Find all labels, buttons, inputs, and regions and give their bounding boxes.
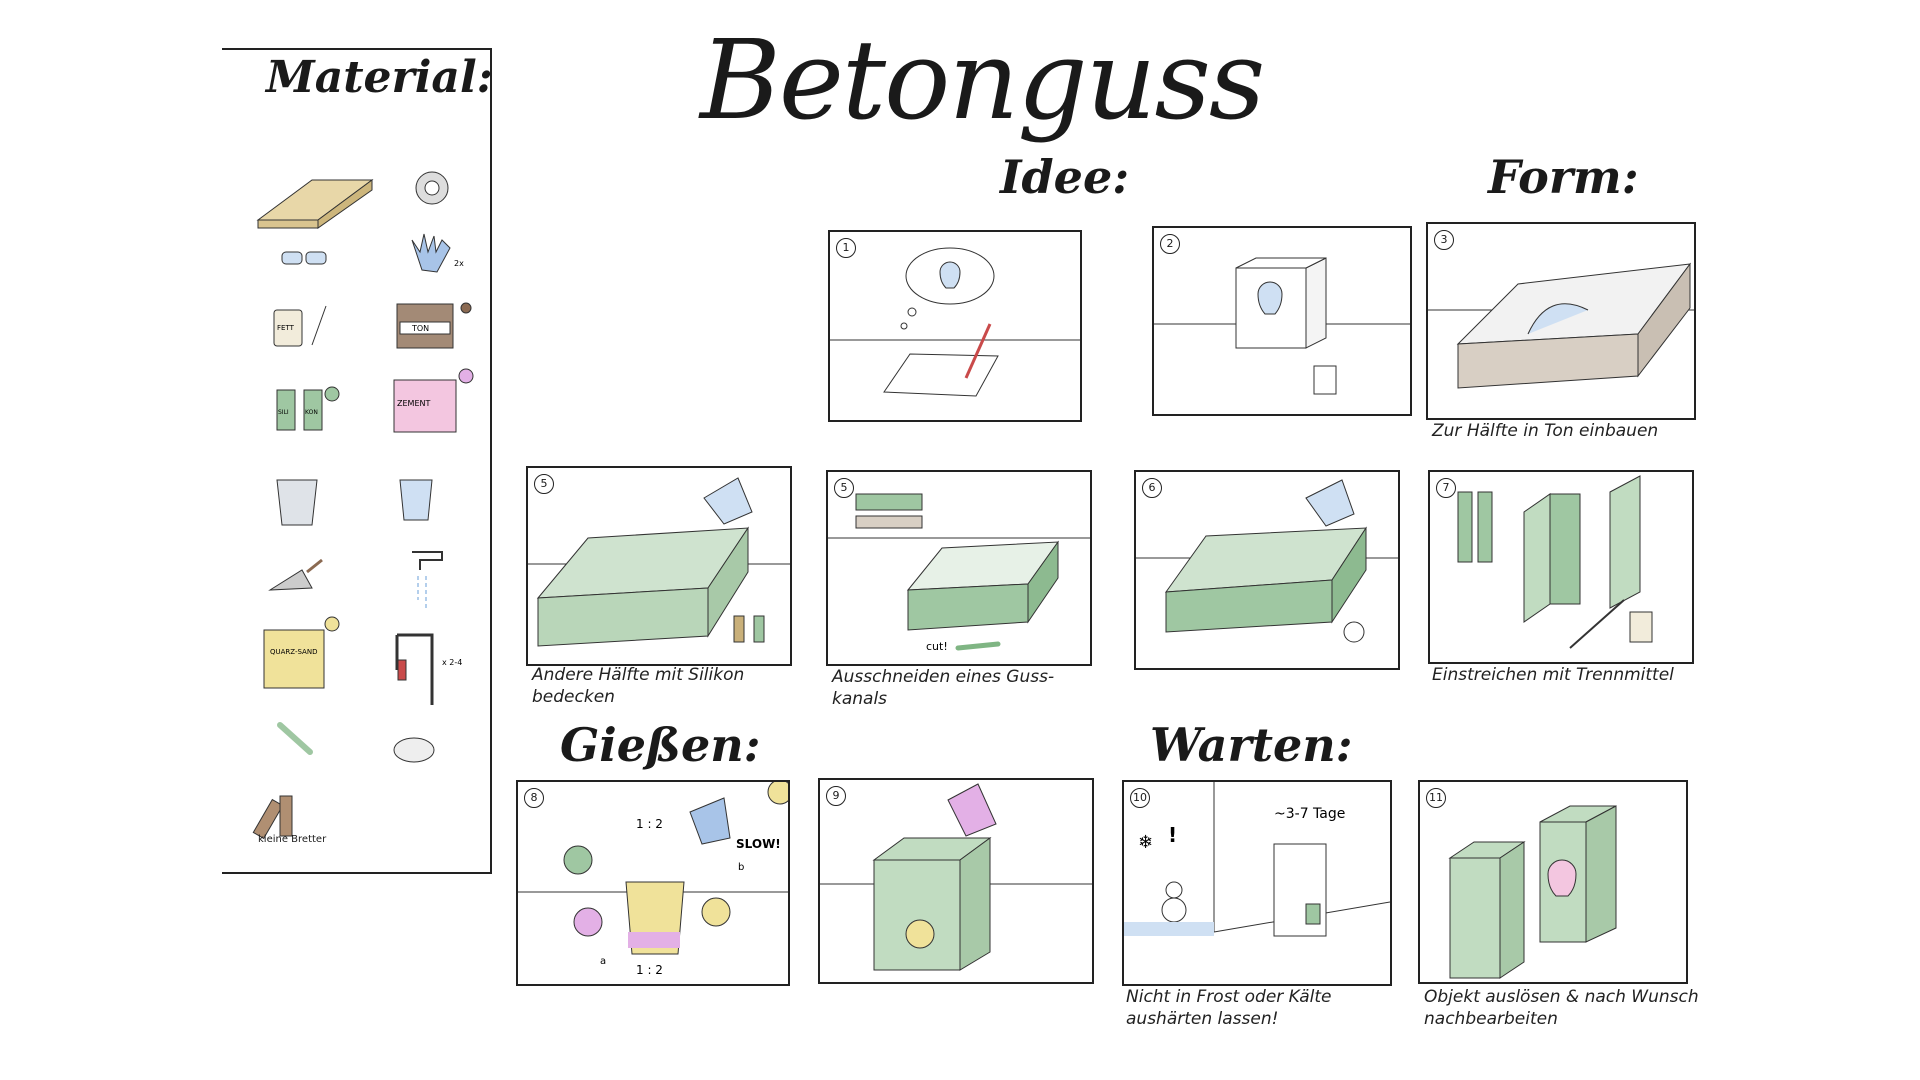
mixing-concrete-illustration: 1 : 2 SLOW! b a 1 : 2 — [518, 782, 788, 977]
step-number: 6 — [1142, 478, 1162, 498]
svg-text:TON: TON — [411, 324, 429, 333]
step-number: 11 — [1426, 788, 1446, 808]
svg-text:KON: KON — [305, 409, 318, 416]
step-11-caption: Objekt auslösen & nach Wunsch nachbearbe… — [1424, 987, 1699, 1029]
cement-bag-icon: ZEMENT — [393, 368, 474, 433]
snowman-icon — [1165, 881, 1183, 899]
svg-text:ZEMENT: ZEMENT — [397, 399, 430, 408]
step-panel-11: 11 — [1418, 780, 1688, 984]
material-illustrations: 2x FETT TON SILI KON ZEMENT — [252, 171, 474, 840]
bucket-icon — [276, 479, 318, 526]
svg-text:2x: 2x — [454, 259, 464, 268]
sand-bag-icon: QUARZ-SAND — [263, 616, 340, 689]
step-4-caption: Andere Hälfte mit Silikon bedecken — [532, 665, 745, 707]
cardboard-box-icon — [256, 179, 374, 229]
step-7-caption: Einstreichen mit Trennmittel — [1432, 665, 1674, 685]
snowflake-icon: ❄ — [1138, 832, 1153, 853]
step-panel-6: 6 — [1134, 470, 1400, 670]
step-number: 1 — [836, 238, 856, 258]
lamp-box-illustration — [1154, 257, 1410, 395]
silicone-bottles-icon: SILI KON — [276, 386, 340, 431]
pour-into-mold-illustration — [820, 783, 1092, 971]
svg-text:1 : 2: 1 : 2 — [636, 963, 663, 977]
second-silicone-layer-illustration — [1136, 479, 1398, 643]
demold-object-illustration — [1448, 805, 1617, 979]
step-number: 9 — [826, 786, 846, 806]
clamp-icon: x 2-4 — [395, 633, 462, 705]
svg-text:1 : 2: 1 : 2 — [636, 817, 663, 831]
light-bulb-icon — [1547, 859, 1577, 897]
section-giessen: Gießen: — [560, 718, 761, 772]
light-bulb-icon — [939, 261, 961, 289]
svg-text:cut!: cut! — [926, 640, 948, 653]
glove-icon: 2x — [411, 233, 464, 273]
svg-text:x 2-4: x 2-4 — [442, 658, 462, 667]
idea-sketch-illustration — [830, 247, 1080, 397]
step-panel-1: 1 — [828, 230, 1082, 422]
step-panel-9: 9 — [818, 778, 1094, 984]
light-bulb-icon — [1527, 303, 1589, 335]
measuring-cup-icon — [399, 479, 433, 521]
svg-text:FETT: FETT — [277, 324, 295, 332]
step-panel-5: 5 cut! — [826, 470, 1092, 666]
step-5-caption: Ausschneiden eines Guss- kanals — [832, 667, 1055, 709]
svg-text:SLOW!: SLOW! — [736, 837, 781, 851]
step-panel-8: 8 1 : 2 SLOW! b a 1 : 2 — [516, 780, 790, 986]
price-tag-icon — [1313, 365, 1337, 395]
svg-text:b: b — [738, 862, 744, 873]
water-tap-icon — [412, 551, 443, 610]
tape-roll-icon — [415, 171, 449, 205]
section-warten: Warten: — [1150, 718, 1353, 772]
step-panel-3: 3 — [1426, 222, 1696, 420]
step-10-caption: Nicht in Frost oder Kälte aushärten lass… — [1126, 987, 1332, 1029]
svg-text:!: ! — [1168, 823, 1177, 847]
goggles-icon — [281, 251, 327, 265]
step-panel-2: 2 — [1152, 226, 1412, 416]
step-panel-10: 10 ~3-7 Tage ❄ ! — [1122, 780, 1392, 986]
light-bulb-icon — [1257, 281, 1283, 315]
fat-jar-icon: FETT — [273, 305, 327, 347]
timer-icon — [1343, 621, 1365, 643]
svg-text:a: a — [600, 956, 606, 967]
step-number: 10 — [1130, 788, 1150, 808]
material-panel — [222, 48, 492, 874]
step-panel-4: 5 — [526, 466, 792, 666]
boards-caption: kleine Bretter — [258, 834, 327, 845]
step-number: 7 — [1436, 478, 1456, 498]
material-heading: Material: — [266, 52, 493, 103]
svg-text:SILI: SILI — [278, 409, 289, 416]
svg-text:~3-7 Tage: ~3-7 Tage — [1274, 806, 1345, 822]
sun-icon — [767, 782, 788, 805]
section-form: Form: — [1488, 150, 1639, 204]
step-panel-7: 7 — [1428, 470, 1694, 664]
curing-wait-illustration: ~3-7 Tage ❄ ! — [1124, 782, 1390, 937]
step-number: 3 — [1434, 230, 1454, 250]
release-agent-illustration — [1457, 475, 1653, 649]
trowel-icon — [268, 558, 323, 591]
page-title: Betonguss — [700, 16, 1265, 144]
step-number: 5 — [534, 474, 554, 494]
half-clay-mold-illustration — [1428, 262, 1694, 389]
step-3-caption: Zur Hälfte in Ton einbauen — [1432, 421, 1659, 441]
dust-mask-icon — [393, 737, 435, 763]
step-number: 5 — [834, 478, 854, 498]
wooden-boards-icon — [252, 795, 293, 840]
cutter-knife-icon — [277, 722, 313, 755]
step-number: 2 — [1160, 234, 1180, 254]
section-idee: Idee: — [1000, 150, 1130, 204]
pour-channel-illustration: cut! — [828, 493, 1090, 653]
step-number: 8 — [524, 788, 544, 808]
svg-text:QUARZ-SAND: QUARZ-SAND — [270, 648, 317, 656]
clay-block-icon: TON — [396, 302, 472, 349]
silicone-pour-illustration — [528, 477, 790, 647]
